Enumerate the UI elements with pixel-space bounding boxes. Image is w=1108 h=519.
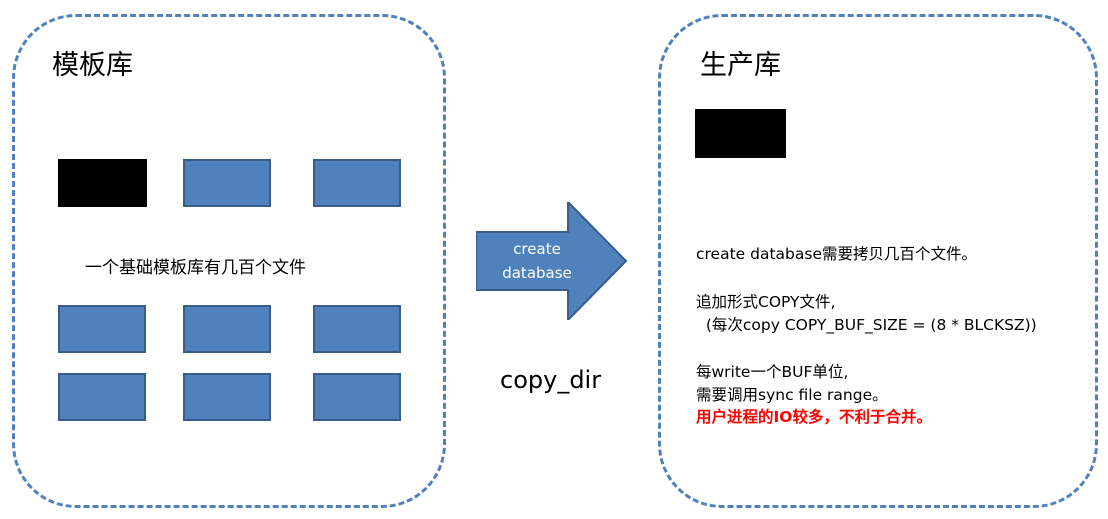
- template-db-panel: [12, 14, 446, 508]
- note-line: 需要调用sync file range。: [696, 386, 888, 404]
- note-line-highlight: 用户进程的IO较多，不利于合并。: [696, 408, 932, 426]
- file-block: [183, 373, 271, 421]
- arrow-label-line2: database: [502, 264, 572, 282]
- template-db-caption: 一个基础模板库有几百个文件: [85, 258, 306, 278]
- file-block-black: [58, 159, 147, 207]
- file-block: [313, 305, 401, 353]
- file-block-black: [695, 109, 786, 158]
- file-block: [313, 159, 401, 207]
- arrow-label-line1: create: [513, 240, 561, 258]
- template-db-title: 模板库: [52, 50, 133, 81]
- note-line: (每次copy COPY_BUF_SIZE = (8 * BLCKSZ)): [696, 316, 1037, 334]
- file-block: [58, 373, 146, 421]
- file-block: [58, 305, 146, 353]
- note-line: create database需要拷贝几百个文件。: [696, 245, 977, 263]
- file-block: [313, 373, 401, 421]
- create-database-arrow: [476, 202, 628, 320]
- note-line: 每write一个BUF单位,: [696, 363, 849, 381]
- file-block: [183, 159, 271, 207]
- file-block: [183, 305, 271, 353]
- note-line: 追加形式COPY文件,: [696, 293, 836, 311]
- production-db-title: 生产库: [700, 50, 781, 81]
- production-db-panel: [658, 14, 1098, 508]
- copy-dir-label: copy_dir: [500, 366, 602, 394]
